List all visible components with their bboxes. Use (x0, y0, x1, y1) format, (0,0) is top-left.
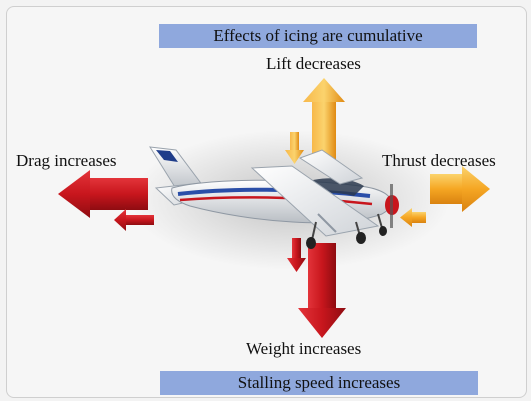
thrust-arrow-icon (430, 166, 490, 212)
drag-arrow-icon (58, 170, 148, 218)
stalling-speed-banner: Stalling speed increases (160, 371, 478, 395)
drag-label: Drag increases (16, 151, 117, 170)
small-drag-arrow-icon (114, 209, 154, 231)
small-thrust-arrow-icon (400, 208, 426, 227)
airplane-illustration (149, 146, 399, 249)
weight-label: Weight increases (246, 339, 362, 358)
thrust-label: Thrust decreases (382, 151, 496, 170)
small-weight-arrow-icon (287, 238, 306, 272)
lift-label: Lift decreases (266, 54, 361, 73)
weight-arrow-icon (298, 243, 346, 338)
small-lift-arrow-icon (285, 132, 304, 164)
title-banner: Effects of icing are cumulative (159, 24, 477, 48)
